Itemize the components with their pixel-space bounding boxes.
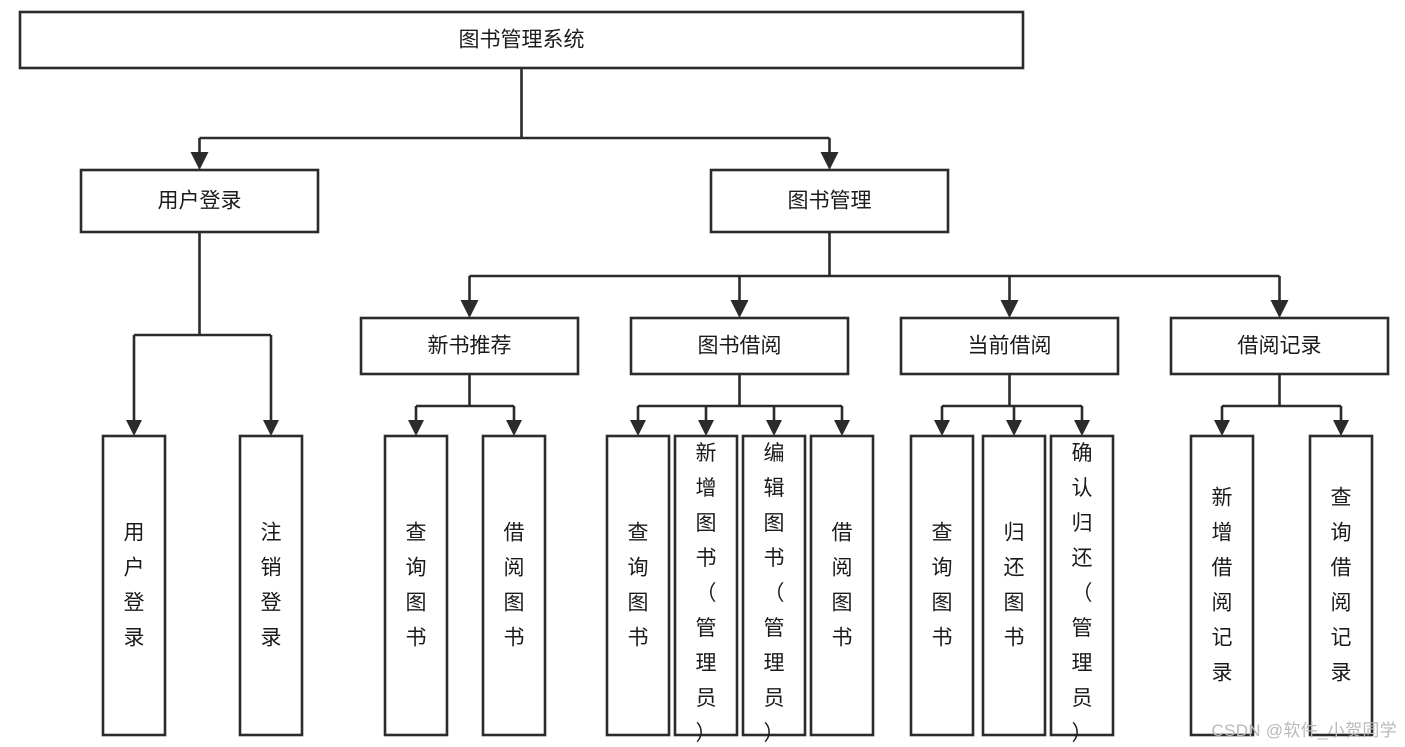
arrow-head-icon bbox=[1074, 420, 1090, 436]
leaf-node-label: 借阅图书 bbox=[504, 522, 525, 650]
leaf-node-box[interactable] bbox=[1308, 434, 1374, 737]
arrow-head-icon bbox=[1006, 420, 1022, 436]
leaf-node-7[interactable]: 编辑图书（管理员） bbox=[741, 434, 807, 745]
leaf-node-box[interactable] bbox=[101, 434, 167, 737]
leaf-node-box[interactable] bbox=[741, 434, 807, 737]
leaf-node-label: 新增借阅记录 bbox=[1212, 487, 1233, 685]
level2-node-2[interactable]: 图书借阅 bbox=[629, 316, 850, 376]
leaf-node-label: 确认归还（管理员） bbox=[1072, 442, 1093, 745]
leaf-node-13[interactable]: 查询借阅记录 bbox=[1308, 434, 1374, 737]
leaf-node-box[interactable] bbox=[605, 434, 671, 737]
leaf-node-box[interactable] bbox=[809, 434, 875, 737]
level2-node-label: 当前借阅 bbox=[968, 335, 1052, 358]
leaf-node-label: 注销登录 bbox=[261, 522, 282, 650]
arrow-head-icon bbox=[408, 420, 424, 436]
leaf-node-label: 归还图书 bbox=[1004, 522, 1025, 650]
arrow-head-icon bbox=[460, 300, 479, 318]
arrow-head-icon bbox=[630, 420, 646, 436]
leaf-node-2[interactable]: 注销登录 bbox=[238, 434, 304, 737]
level2-node-3[interactable]: 当前借阅 bbox=[899, 316, 1120, 376]
level2-node-box[interactable] bbox=[359, 316, 580, 376]
leaf-node-8[interactable]: 借阅图书 bbox=[809, 434, 875, 737]
leaf-node-4[interactable]: 借阅图书 bbox=[481, 434, 547, 737]
leaf-node-box[interactable] bbox=[383, 434, 449, 737]
root-node-label: 图书管理系统 bbox=[459, 29, 585, 52]
root-node-box[interactable] bbox=[18, 10, 1025, 70]
leaf-node-box[interactable] bbox=[909, 434, 975, 737]
arrow-head-icon bbox=[698, 420, 714, 436]
arrow-head-icon bbox=[766, 420, 782, 436]
leaf-node-box[interactable] bbox=[481, 434, 547, 737]
arrow-head-icon bbox=[1214, 420, 1230, 436]
arrow-head-icon bbox=[126, 420, 142, 436]
leaf-node-12[interactable]: 新增借阅记录 bbox=[1189, 434, 1255, 737]
leaf-node-label: 查询借阅记录 bbox=[1331, 487, 1352, 685]
level2-node-box[interactable] bbox=[899, 316, 1120, 376]
leaf-node-label: 新增图书（管理员） bbox=[696, 442, 717, 745]
leaf-node-10[interactable]: 归还图书 bbox=[981, 434, 1047, 737]
leaf-node-label: 查询图书 bbox=[932, 522, 953, 650]
level2-node-4[interactable]: 借阅记录 bbox=[1169, 316, 1390, 376]
connectors-layer bbox=[126, 68, 1349, 436]
leaf-node-box[interactable] bbox=[981, 434, 1047, 737]
level1-node-box[interactable] bbox=[79, 168, 320, 234]
leaf-node-box[interactable] bbox=[1049, 434, 1115, 737]
arrow-head-icon bbox=[730, 300, 749, 318]
leaf-node-5[interactable]: 查询图书 bbox=[605, 434, 671, 737]
arrow-head-icon bbox=[263, 420, 279, 436]
arrow-head-icon bbox=[834, 420, 850, 436]
leaf-node-label: 编辑图书（管理员） bbox=[764, 442, 785, 745]
leaf-node-label: 借阅图书 bbox=[832, 522, 853, 650]
arrow-head-icon bbox=[190, 152, 209, 170]
root-node-1[interactable]: 图书管理系统 bbox=[18, 10, 1025, 70]
leaf-node-label: 查询图书 bbox=[406, 522, 427, 650]
nodes-layer: 图书管理系统用户登录图书管理新书推荐图书借阅当前借阅借阅记录用户登录注销登录查询… bbox=[18, 10, 1390, 745]
leaf-node-label: 用户登录 bbox=[124, 522, 145, 650]
leaf-node-1[interactable]: 用户登录 bbox=[101, 434, 167, 737]
level2-node-label: 图书借阅 bbox=[698, 335, 782, 358]
arrow-head-icon bbox=[1333, 420, 1349, 436]
level2-node-box[interactable] bbox=[629, 316, 850, 376]
level1-node-2[interactable]: 图书管理 bbox=[709, 168, 950, 234]
level2-node-label: 借阅记录 bbox=[1238, 335, 1322, 358]
level2-node-1[interactable]: 新书推荐 bbox=[359, 316, 580, 376]
leaf-node-6[interactable]: 新增图书（管理员） bbox=[673, 434, 739, 745]
level2-node-label: 新书推荐 bbox=[428, 335, 512, 358]
leaf-node-11[interactable]: 确认归还（管理员） bbox=[1049, 434, 1115, 745]
level1-node-label: 图书管理 bbox=[788, 190, 872, 213]
leaf-node-3[interactable]: 查询图书 bbox=[383, 434, 449, 737]
level1-node-box[interactable] bbox=[709, 168, 950, 234]
arrow-head-icon bbox=[1270, 300, 1289, 318]
leaf-node-9[interactable]: 查询图书 bbox=[909, 434, 975, 737]
arrow-head-icon bbox=[1000, 300, 1019, 318]
leaf-node-label: 查询图书 bbox=[628, 522, 649, 650]
arrow-head-icon bbox=[820, 152, 839, 170]
arrow-head-icon bbox=[934, 420, 950, 436]
level1-node-1[interactable]: 用户登录 bbox=[79, 168, 320, 234]
leaf-node-box[interactable] bbox=[1189, 434, 1255, 737]
leaf-node-box[interactable] bbox=[673, 434, 739, 737]
leaf-node-box[interactable] bbox=[238, 434, 304, 737]
level2-node-box[interactable] bbox=[1169, 316, 1390, 376]
level1-node-label: 用户登录 bbox=[158, 190, 242, 213]
arrow-head-icon bbox=[506, 420, 522, 436]
